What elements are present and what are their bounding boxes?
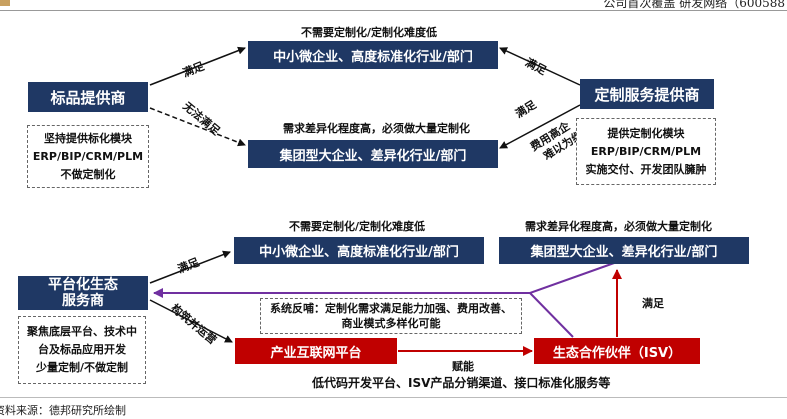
top-smb-box: 中小微企业、高度标准化行业/部门 xyxy=(248,41,498,69)
feedback-line: 系统反哺：定制化需求满足能力加强、费用改善、 xyxy=(270,302,512,315)
platform-provider-box: 平台化生态 服务商 xyxy=(18,276,148,310)
isv-satisfy-label: 满足 xyxy=(642,297,664,310)
std-note: 坚持提供标化模块 xyxy=(44,131,132,145)
platform-provider-line: 服务商 xyxy=(62,293,104,309)
empower-label: 赋能 xyxy=(452,360,474,373)
feedback-line-b xyxy=(529,292,574,338)
custom-note: 实施交付、开发团队臃肿 xyxy=(585,162,707,176)
industrial-internet-box: 产业互联网平台 xyxy=(235,338,397,364)
bottom-need-custom-label: 需求差异化程度高，必须做大量定制化 xyxy=(525,220,712,233)
feedback-line-a xyxy=(510,261,618,294)
top-no-custom-label: 不需要定制化/定制化难度低 xyxy=(301,26,438,39)
arrow-platform-to-internet xyxy=(149,299,233,343)
bottom-no-custom-label: 不需要定制化/定制化难度低 xyxy=(289,220,426,233)
header-bar: 公司首次覆盖 研发网络（600588 xyxy=(0,0,787,12)
platform-provider-line: 平台化生态 xyxy=(48,277,118,293)
std-note: ERP/BIP/CRM/PLM xyxy=(32,149,144,163)
custom-note: ERP/BIP/CRM/PLM xyxy=(590,144,702,158)
bottom-group-box: 集团型大企业、差异化行业/部门 xyxy=(499,237,749,264)
custom-provider-box: 定制服务提供商 xyxy=(580,79,714,109)
feedback-line: 商业模式多样化可能 xyxy=(341,317,441,330)
feedback-box: 系统反哺：定制化需求满足能力加强、费用改善、 商业模式多样化可能 xyxy=(260,298,522,334)
platform-note: 聚焦底层平台、技术中 xyxy=(27,325,137,338)
header-text: 公司首次覆盖 研发网络（600588 xyxy=(603,0,785,10)
custom-notes-box: 提供定制化模块 ERP/BIP/CRM/PLM 实施交付、开发团队臃肿 xyxy=(576,118,716,185)
arrow-std-to-group xyxy=(149,107,246,147)
header-rule xyxy=(0,10,787,11)
std-provider-box: 标品提供商 xyxy=(28,82,148,112)
bottom-smb-box: 中小微企业、高度标准化行业/部门 xyxy=(234,237,484,264)
source-note: 资料来源：德邦研究所绘制 xyxy=(0,404,126,417)
top-group-box: 集团型大企业、差异化行业/部门 xyxy=(248,140,498,168)
bottom-caption: 低代码开发平台、ISV产品分销渠道、接口标准化服务等 xyxy=(312,376,611,390)
arrow-platform-to-smb xyxy=(149,250,231,284)
std-notes-box: 坚持提供标化模块 ERP/BIP/CRM/PLM 不做定制化 xyxy=(27,125,149,188)
std-note: 不做定制化 xyxy=(60,167,116,181)
platform-note: 少量定制/不做定制 xyxy=(35,361,129,374)
arrow-std-to-smb xyxy=(149,46,246,86)
top-need-custom-label: 需求差异化程度高，必须做大量定制化 xyxy=(283,122,470,135)
arrow-custom-to-smb xyxy=(499,47,581,86)
footer-rule xyxy=(0,397,787,398)
ecosystem-partner-box: 生态合作伙伴（ISV） xyxy=(534,338,700,364)
platform-notes-box: 聚焦底层平台、技术中 台及标品应用开发 少量定制/不做定制 xyxy=(18,316,146,384)
arrow-custom-to-group xyxy=(499,104,581,149)
brand-mark xyxy=(0,0,10,6)
platform-note: 台及标品应用开发 xyxy=(38,343,126,356)
custom-note: 提供定制化模块 xyxy=(607,126,685,140)
